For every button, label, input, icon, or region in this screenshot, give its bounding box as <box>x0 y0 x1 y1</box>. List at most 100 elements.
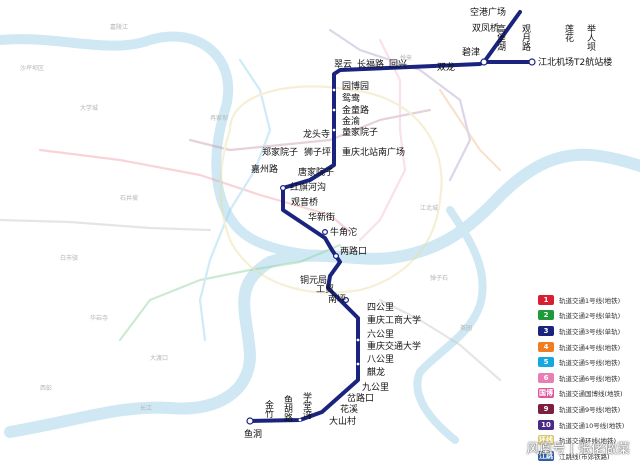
svg-text:白市驿: 白市驿 <box>60 254 78 262</box>
station-dot-lianglukou <box>334 254 339 259</box>
legend-item: 6 轨道交通6号线(地铁) <box>538 370 638 386</box>
legend-item: 国博轨道交通国博线(地铁) <box>538 386 638 402</box>
legend-badge: 1 <box>538 295 554 305</box>
station-label: 江北机场T2航站楼 <box>538 56 612 68</box>
legend-item: 4 轨道交通4号线(地铁) <box>538 339 638 355</box>
station-label: 碧津 <box>462 46 480 58</box>
station-label: 园博园 <box>342 80 369 92</box>
station-label: 龙头寺 <box>303 128 330 140</box>
station-label: 四公里 <box>367 302 394 313</box>
station-label: 鸳鸯 <box>342 92 360 104</box>
legend-item: 5 轨道交通5号线(地铁) <box>538 354 638 370</box>
station-dot-small-1 <box>333 89 336 92</box>
station-dot-small-4 <box>357 339 360 342</box>
station-label: 观音桥 <box>291 196 318 208</box>
svg-text:西彭: 西彭 <box>40 384 52 392</box>
line-2 <box>120 245 340 340</box>
station-label: 两路口 <box>340 245 367 257</box>
legend-label: 轨道交通4号线(地铁) <box>559 342 620 352</box>
station-label: 南坪 <box>328 293 346 305</box>
line-3-stations <box>247 59 535 424</box>
river-label-jialing: 嘉陵江 <box>110 23 128 31</box>
station-label: 重庆工商大学 <box>367 314 421 326</box>
legend-label: 轨道交通9号线(地铁) <box>559 404 620 414</box>
line-4 <box>440 90 500 170</box>
station-label: 红旗河沟 <box>290 181 326 193</box>
legend-badge: 3 <box>538 326 554 336</box>
watermark: 风凰号 | 张佬做菜 <box>526 438 630 457</box>
station-label: 翠云 <box>334 59 352 70</box>
station-dot-niujiaotuo <box>323 230 328 235</box>
station-label: 重庆交通大学 <box>367 340 421 352</box>
station-label: 六公里 <box>367 328 394 340</box>
station-label: 工贸 <box>316 283 334 295</box>
station-dot-yudong <box>247 418 253 424</box>
legend-badge: 国博 <box>538 388 554 398</box>
legend-badge: 6 <box>538 373 554 383</box>
station-label-vertical: 举人坝 <box>585 23 596 52</box>
station-label: 金渝 <box>342 115 360 127</box>
station-dot-small-2 <box>333 109 336 112</box>
legend-label: 轨道交通5号线(地铁) <box>559 357 620 367</box>
station-label-vertical: 莲花 <box>563 23 574 43</box>
legend-label: 轨道交通国博线(地铁) <box>559 388 623 398</box>
station-dot-small-3 <box>333 129 336 132</box>
line-extra-1 <box>0 220 210 230</box>
station-label: 空港广场 <box>470 6 506 18</box>
station-label: 九公里 <box>362 382 389 393</box>
station-dot-airport-t2 <box>529 59 535 65</box>
station-label: 童家院子 <box>342 126 378 138</box>
station-label: 牛角沱 <box>330 226 357 238</box>
svg-text:大学城: 大学城 <box>80 104 98 112</box>
legend-badge: 10 <box>538 420 554 430</box>
line-5 <box>200 60 270 340</box>
legend-item: 1 轨道交通1号线(地铁) <box>538 292 638 308</box>
station-dot-small-6 <box>299 419 302 422</box>
river-label-changjiang: 长江 <box>140 404 152 412</box>
station-dot-bijin <box>481 59 487 65</box>
station-label-vertical: 学堂湾 <box>301 391 312 420</box>
station-label-vertical: 鱼胡路 <box>282 394 293 423</box>
station-label-vertical: 高堡湖 <box>495 23 506 52</box>
station-label: 八公里 <box>367 354 394 365</box>
svg-text:华岩寺: 华岩寺 <box>90 314 108 322</box>
station-label: 金童路 <box>342 104 369 116</box>
legend-badge: 5 <box>538 357 554 367</box>
legend-badge: 9 <box>538 404 554 414</box>
svg-text:茶园: 茶园 <box>460 324 472 332</box>
svg-text:大渡口: 大渡口 <box>150 354 168 362</box>
station-label: 双龙 <box>437 61 455 73</box>
station-label: 回兴 <box>389 59 407 70</box>
station-label: 华新街 <box>308 211 335 223</box>
station-label-vertical: 金竹 <box>263 399 274 419</box>
legend-item: 9 轨道交通9号线(地铁) <box>538 401 638 417</box>
station-label: 狮子坪 <box>304 147 331 158</box>
station-label: 岔路口 <box>347 392 374 404</box>
station-label: 鱼洞 <box>244 428 262 440</box>
legend-label: 轨道交通1号线(地铁) <box>559 295 620 305</box>
legend-item: 10 轨道交通10号线(地铁) <box>538 417 638 433</box>
legend-label: 轨道交通6号线(地铁) <box>559 373 620 383</box>
station-dot-small-5 <box>357 363 360 366</box>
svg-text:冉家坝: 冉家坝 <box>210 114 228 122</box>
station-label: 花溪 <box>340 403 358 415</box>
station-label: 唐家院子 <box>298 166 334 178</box>
station-label: 重庆北站南广场 <box>342 146 405 158</box>
svg-text:石井坡: 石井坡 <box>120 194 138 202</box>
station-label: 麒龙 <box>367 366 385 378</box>
legend-item: 2 轨道交通2号线(单轨) <box>538 308 638 324</box>
legend-label: 轨道交通10号线(地铁) <box>559 420 624 430</box>
station-dot-jiazhoulu <box>281 186 286 191</box>
station-label-vertical: 观月路 <box>520 24 531 52</box>
svg-text:江北城: 江北城 <box>420 204 438 212</box>
svg-text:沙坪坝区: 沙坪坝区 <box>20 64 44 72</box>
station-label: 嘉州路 <box>251 163 278 175</box>
legend-badge: 2 <box>538 310 554 320</box>
legend-badge: 4 <box>538 342 554 352</box>
svg-text:弹子石: 弹子石 <box>430 274 448 282</box>
line-extra-2 <box>380 300 500 380</box>
station-label: 大山村 <box>329 415 356 427</box>
station-label: 长福路 <box>357 58 384 70</box>
legend-label: 轨道交通2号线(单轨) <box>559 310 620 320</box>
